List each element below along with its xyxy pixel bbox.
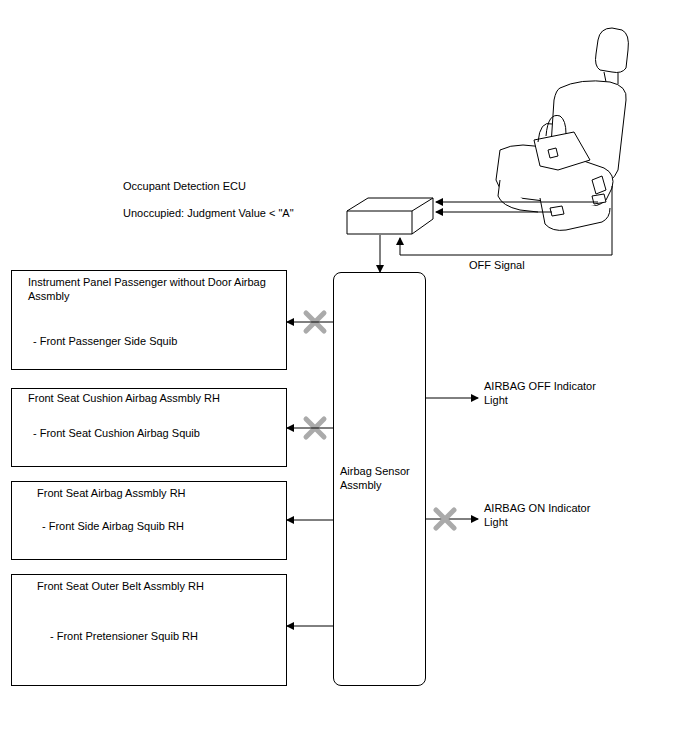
node-heading: Instrument Panel Passenger without Door … (28, 276, 278, 304)
node-heading: Occupant Detection ECU (123, 180, 343, 194)
ecu-box: Occupant Detection ECUUnoccupied: Judgme… (346, 197, 434, 235)
signal-arrow (287, 520, 333, 521)
airbag-assembly-box: Front Seat Airbag Assmbly RH - Front Side… (11, 481, 287, 560)
sensor-wire (400, 186, 612, 519)
airbag-assembly-box: Instrument Panel Passenger without Door … (11, 270, 287, 370)
indicator-label: AIRBAG OFF Indicator Light (484, 380, 614, 408)
node-heading: Front Seat Outer Belt Assmbly RH (37, 580, 277, 594)
node-heading: Front Seat Airbag Assmbly RH (37, 487, 277, 501)
signal-arrow (287, 428, 333, 429)
node-body: - Front Passenger Side Squib (33, 335, 273, 349)
ecu-outline (346, 197, 434, 235)
node-body: - Front Side Airbag Squib RH (42, 520, 272, 534)
node-body: Unoccupied: Judgment Value < "A" (123, 207, 343, 221)
signal-arrow (380, 235, 381, 272)
airbag-sensor-box: Airbag Sensor Assmbly (333, 272, 426, 686)
signal-arrow (287, 626, 333, 627)
indicator-label: AIRBAG ON Indicator Light (484, 502, 614, 530)
signal-name: OFF Signal (469, 259, 559, 273)
pretensioner-assembly-box: Front Seat Outer Belt Assmbly RH - Front … (11, 574, 287, 686)
airbag-assembly-box: Front Seat Cushion Airbag Assmbly RH - Fr… (11, 388, 287, 467)
signal-arrow (287, 322, 333, 323)
node-heading: Airbag Sensor Assmbly (340, 465, 420, 493)
seat-drawing (496, 28, 628, 230)
node-body: - Front Seat Cushion Airbag Squib (33, 427, 273, 441)
node-body: - Front Pretensioner Squib RH (50, 630, 280, 644)
node-heading: Front Seat Cushion Airbag Assmbly RH (28, 392, 278, 406)
